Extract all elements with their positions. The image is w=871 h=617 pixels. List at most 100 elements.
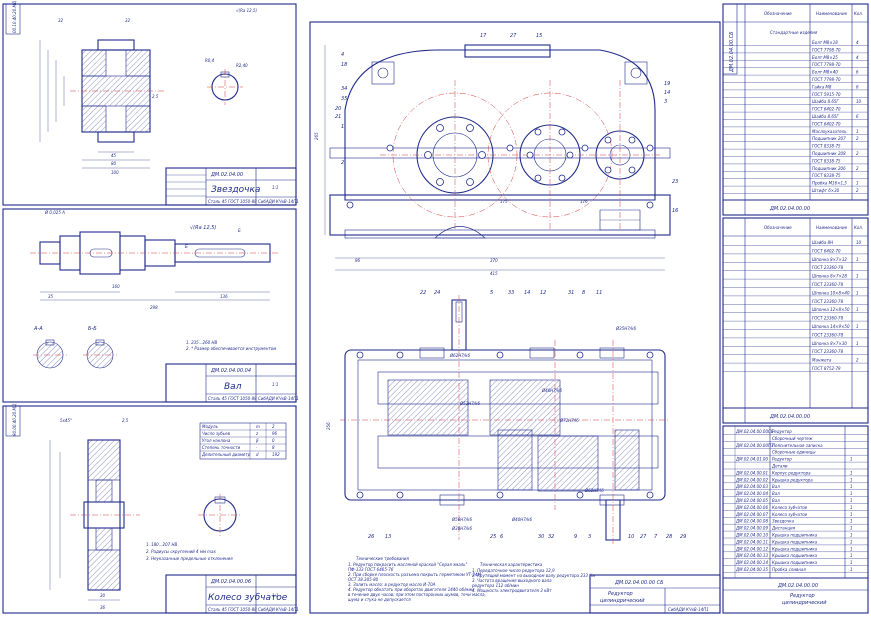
spec-cell-qty: 1 — [856, 129, 859, 134]
spec-cell-qty: 1 — [850, 519, 853, 524]
spec-cell-name: Корпус редуктора — [772, 470, 811, 475]
spec-cell-name: Шайба 8H — [812, 240, 833, 245]
svg-text:32: 32 — [125, 18, 131, 23]
shaft-material: Сталь 45 ГОСТ 1050-88 — [208, 396, 257, 401]
callout: 32 — [548, 534, 554, 540]
spec-cell-designation: ДМ.02.04.00.11 — [735, 539, 768, 544]
spec1-section: Стандартные изделия — [770, 30, 818, 35]
callout: 31 — [568, 290, 574, 296]
spec-cell-designation: ДМ.02.04.00.07 — [735, 512, 768, 517]
spec-cell-designation: ДМ.02.04.00.14 — [735, 560, 768, 565]
sprocket-org: СибАДИ КЧхВ-14П1 — [258, 199, 299, 204]
assembly-plan-view — [340, 295, 670, 545]
svg-text:3. Неуказанные предельные откл: 3. Неуказанные предельные отклонения — [146, 556, 233, 561]
shaft-scale: 1:1 — [272, 382, 278, 387]
spec-cell-qty: 2 — [856, 136, 859, 141]
shaft-org: СибАДИ КЧхВ-14П1 — [258, 396, 299, 401]
spec-cell-name: Крышка подшипника — [772, 539, 818, 544]
fit-dim: Ø30H7/k6 — [451, 526, 472, 531]
spec-cell-name: Маслоуказатель — [812, 129, 847, 134]
spec-cell-name: Шпонка 8×7×32 — [812, 257, 847, 262]
spec-cell-qty: 6 — [856, 114, 859, 119]
spec2-header-qty: Кол. — [854, 225, 863, 230]
svg-text:√(Ra 12,5): √(Ra 12,5) — [190, 225, 216, 231]
spec-cell-designation: ДМ.02.04.00.04 — [735, 491, 768, 496]
spec-cell-name: Вал — [772, 491, 780, 496]
spec-cell-name: Крышка подшипника — [772, 553, 818, 558]
spec-cell-qty: 1 — [856, 257, 859, 262]
spec-cell-name: Подшипник 206 — [812, 166, 846, 171]
spec-cell-name: ГОСТ 6402-70 — [812, 248, 841, 253]
spec-cell-name: Детали — [771, 464, 788, 469]
fit-dim: Ø62H7/k6 — [449, 353, 470, 358]
gear-scale: 1:1 — [272, 593, 278, 598]
spec-cell-qty: 1 — [856, 181, 859, 186]
spec-cell-name: ГОСТ 23360-78 — [812, 299, 844, 304]
tech-req-line: шума и стука не допускается — [348, 597, 411, 602]
spec-cell-name: ГОСТ 8338-75 — [812, 173, 841, 178]
tech-char-line: 2. Крутящий момент на выходном валу реду… — [472, 573, 595, 578]
spec3-title-line2: цилиндрический — [782, 600, 827, 606]
spec-cell-name: Пробка М16×1,5 — [812, 181, 847, 186]
fit-dim: Ø40H7/k6 — [541, 388, 562, 393]
spec-cell-qty: 6 — [856, 70, 859, 75]
dim-center-2: 176 — [580, 199, 588, 204]
callout: 5 — [490, 290, 493, 296]
spec-cell-designation: ДМ.02.04.00.00СБ — [735, 429, 774, 434]
assembly-title-line2: цилиндрический — [600, 598, 645, 604]
dim-height: 265 — [314, 132, 319, 140]
spec-cell-name: Крышка подшипника — [772, 533, 818, 538]
spec-cell-name: Болт М8×18 — [812, 40, 838, 45]
shaft-section-a-label: А-А — [33, 326, 43, 332]
spec-cell-name: Подшипник 208 — [812, 151, 846, 156]
spec2-header-name: Наименование — [816, 225, 848, 230]
fit-dim: Ø40H7/k6 — [511, 517, 532, 522]
svg-text:5x45°: 5x45° — [60, 418, 72, 423]
spec-cell-name: Крышка подшипника — [772, 546, 818, 551]
svg-text:36: 36 — [100, 605, 106, 610]
spec-cell-name: Болт М8×25 — [812, 55, 838, 60]
fit-dim: Ø72H7/l6 — [559, 418, 579, 423]
callout: 26 — [368, 534, 374, 540]
assembly-doc-code: ДМ.02.04.00.00 СБ — [614, 580, 664, 586]
shaft-note1: 1. 235...260 НВ — [186, 340, 217, 345]
spec-cell-designation: ДМ.02.04.00.10 — [735, 533, 768, 538]
sprocket-hub-section — [207, 69, 243, 105]
spec-cell-qty: 1 — [850, 512, 853, 517]
sheet-assembly: 415 370 96 175 265 176 17 27 15 4 18 34 … — [309, 21, 721, 614]
gear-param-sym: - — [256, 445, 258, 450]
spec-cell-name: ГОСТ 23360-78 — [812, 316, 844, 321]
spec-cell-name: Шпонка 14×9×50 — [812, 324, 850, 329]
fit-dim: Ø62H7/l6 — [584, 488, 604, 493]
tech-req-line: 1. Редуктор покрасить масляной краской "… — [348, 562, 468, 567]
spec-cell-name: ГОСТ 5915-70 — [812, 92, 841, 97]
spec1-header-qty: Кол. — [854, 11, 863, 16]
callout: 2 — [341, 160, 344, 166]
spec-cell-qty: 1 — [850, 505, 853, 510]
svg-text:136: 136 — [220, 294, 228, 299]
spec-cell-qty: 1 — [850, 484, 853, 489]
callout: 14 — [524, 290, 530, 296]
shaft-view — [30, 231, 280, 301]
spec-cell-qty: 1 — [856, 307, 859, 312]
sheet-spec-3 — [722, 425, 869, 614]
tech-req-line: ОСТ 38.305-80 — [348, 577, 379, 582]
gear-param-sym: z — [255, 431, 259, 436]
callout: 9 — [574, 534, 577, 540]
callout: 33 — [508, 290, 514, 296]
spec-cell-designation: ДМ.02.04.00.08 — [735, 519, 768, 524]
svg-text:35: 35 — [48, 294, 54, 299]
svg-text:R2,40: R2,40 — [236, 63, 248, 68]
shaft-section-bb — [83, 339, 117, 369]
spec-cell-name: Гайка М8 — [812, 84, 832, 89]
callout: 14 — [664, 90, 670, 96]
sheet-sprocket: 00.10.40.20.МД 32 32 45 80 100 2,5 — [2, 1, 299, 206]
dim-length: 370 — [490, 258, 498, 263]
dim-overall-length: 415 — [490, 271, 498, 276]
callout: 35 — [341, 96, 347, 102]
callout: 11 — [596, 290, 602, 296]
callout: 16 — [672, 208, 678, 214]
